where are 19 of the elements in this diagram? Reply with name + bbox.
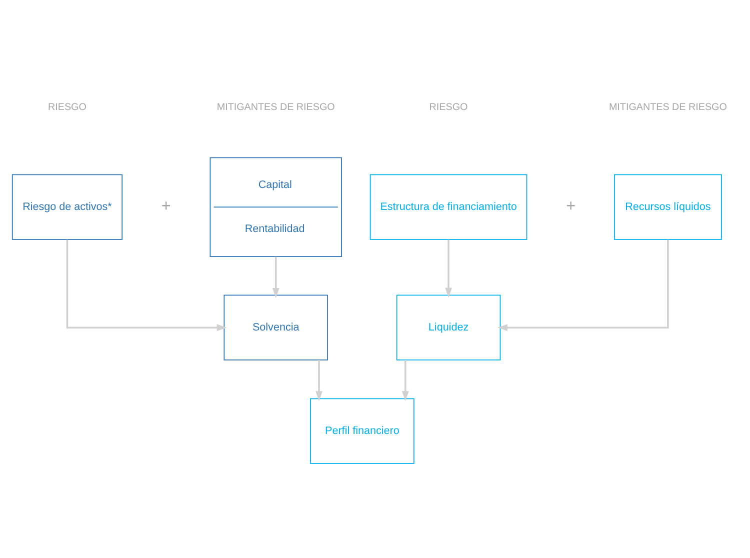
arrow xyxy=(402,360,409,401)
node-box: Perfil financiero xyxy=(310,398,414,464)
arrow xyxy=(498,239,669,331)
node-box: Solvencia xyxy=(224,294,328,360)
label: MITIGANTES DE RIESGO xyxy=(216,101,335,112)
label: RIESGO xyxy=(48,101,86,112)
arrow xyxy=(272,256,280,298)
label: + xyxy=(161,196,171,215)
node-box: Liquidez xyxy=(396,294,501,360)
arrow xyxy=(445,239,452,298)
label: MITIGANTES DE RIESGO xyxy=(608,101,727,112)
label: + xyxy=(566,196,576,215)
label: RIESGO xyxy=(429,101,468,112)
node-box: Riesgo de activos* xyxy=(12,174,123,240)
node-box: Recursos líquidos xyxy=(614,174,722,240)
arrow xyxy=(316,360,322,401)
arrow xyxy=(66,239,227,331)
node-box: Estructura de financiamiento xyxy=(370,174,528,240)
node-box: Capital Rentabilidad xyxy=(210,156,342,257)
